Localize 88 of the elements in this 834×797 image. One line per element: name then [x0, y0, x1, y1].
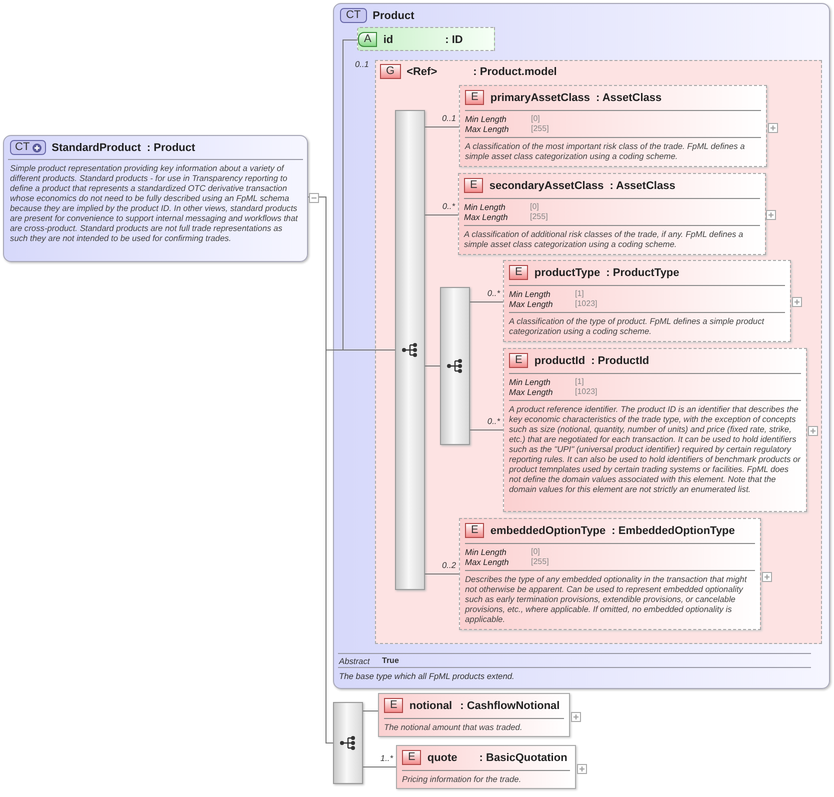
type-name: : CashflowNotional [460, 700, 560, 712]
badge: E [509, 353, 528, 368]
element-box [503, 348, 807, 512]
element-name: primaryAssetClass [490, 92, 590, 104]
element-name: notional [409, 700, 452, 712]
multiplicity-label: 0..1 [355, 59, 369, 69]
connector-line [424, 214, 458, 216]
badge: E [465, 90, 484, 105]
multiplicity-label: 1..* [380, 753, 393, 763]
sequence-bar [440, 287, 470, 445]
multiplicity-label: 0..1 [442, 113, 456, 123]
badge: E [509, 265, 528, 280]
badge: E [465, 523, 484, 538]
type-name: : AssetClass [610, 180, 676, 192]
facet-label: Max Length [465, 124, 510, 134]
facet-label: Min Length [509, 289, 552, 299]
element-box [396, 745, 576, 789]
property-label: Abstract [339, 656, 370, 666]
description-text: A classification of the type of product. FpML defines a simple product categorization using a coding scheme. [509, 316, 766, 336]
description-text: A classification of the most important risk class of the trade. FpML defines a simple asset class categorization using a coding scheme. [465, 141, 746, 161]
facet-value: [1023] [575, 299, 598, 309]
facet-label: Min Length [465, 547, 508, 557]
property-value: True [382, 656, 399, 666]
description-text: A classification of additional risk classes of the trade, if any. FpML defines a simple asset class categorization using a coding scheme. [464, 229, 744, 249]
badge-label: CT [15, 141, 30, 154]
type-name: : AssetClass [596, 92, 662, 104]
attribute-box [357, 27, 495, 51]
facet-label: Max Length [509, 387, 554, 397]
facet-label: Min Length [464, 202, 506, 212]
facet-label: Max Length [509, 299, 554, 309]
element-box [459, 85, 767, 167]
badge: G [380, 64, 401, 79]
type-name: : ID [445, 34, 463, 46]
type-name: : ProductId [591, 354, 650, 366]
element-name: embeddedOptionType [490, 524, 606, 536]
multiplicity-label: 0..2 [442, 560, 456, 570]
facet-label: Min Length [465, 114, 508, 124]
facet-label: Min Length [509, 377, 552, 387]
badge: CT [340, 8, 367, 23]
description-text: Describes the type of any embedded optionality in the transaction that might not otherwise be apparent. Can be used to represent embedded optionality such as early termination provisions, extendible provisions, or cancelable provisions, etc., where applicable. If omitted, no embedded optionality is applicable. [465, 574, 748, 624]
facet-value: [1] [575, 377, 584, 387]
description-text: The notional amount that was traded. [384, 722, 524, 732]
sequence-bar [395, 110, 425, 590]
type-name: : EmbeddedOptionType [612, 524, 735, 536]
badge: E [402, 750, 422, 765]
element-box [459, 518, 761, 630]
connector-line [424, 126, 460, 128]
description-text: The base type which all FpML products extend. [339, 671, 514, 681]
element-name: StandardProduct [52, 142, 141, 154]
element-name: <Ref> [406, 66, 438, 78]
facet-value: [255] [531, 557, 549, 567]
facet-label: Max Length [465, 557, 510, 567]
element-box [458, 173, 766, 255]
facet-value: [0] [531, 547, 540, 557]
description-text: Simple product representation providing key information about a variety of different products. Standard products - for use in Transparency reporting to define a product that represents a standardized OTC derivative transaction whose economics do not need to be fully described using an FpML schema because they are implied by the product ID. In other views, standard products are present for convenience to support internal messaging and workflows that are cross-product. Standard products are not full trade representations as such they are not intended to be used for confirming trades. [9, 162, 299, 245]
connector-line [362, 710, 378, 712]
facet-value: [255] [531, 124, 549, 134]
facet-label: Max Length [464, 212, 509, 222]
facet-value: [1] [575, 289, 584, 299]
element-name: productType [534, 266, 600, 278]
facet-value: [1023] [575, 387, 598, 397]
facet-value: [0] [531, 114, 540, 124]
group-box [375, 60, 822, 644]
type-name: : Product.model [473, 66, 557, 78]
element-name: productId [534, 354, 586, 366]
complex-type-panel [333, 3, 830, 689]
facet-value: [255] [530, 212, 548, 222]
complex-type-box [3, 135, 308, 262]
multiplicity-label: 0..* [487, 416, 500, 426]
multiplicity-label: 0..* [442, 201, 455, 211]
element-box [378, 693, 570, 737]
type-name: : ProductType [606, 266, 680, 278]
description-text: A product reference identifier. The product ID is an identifier that describes the key economic characteristics of the trade type, with the exception of concepts such as size (notional, quantity, number of units) and price (fixed rate, strike, etc.) that are negotiated for each transaction. It can be used to hold identifiers such as the "UPI" (universal product identifier) required by certain regulatory reporting rules. It can also be used to hold identifiers of benchmark products or product temnplates used by certain trading systems or facilities. FpML does not define the domain values associated with this element. Note that the domain values for this element are not strictly an enumerated list. [509, 404, 801, 494]
type-name: : BasicQuotation [479, 752, 568, 764]
badge: A [358, 32, 378, 47]
type-name: : Product [146, 142, 196, 154]
multiplicity-label: 0..* [487, 288, 500, 298]
facet-value: [0] [530, 202, 539, 212]
element-box [503, 260, 791, 342]
description-text: Pricing information for the trade. [402, 774, 522, 784]
connector-line [362, 766, 396, 768]
element-name: Product [372, 10, 414, 22]
sequence-bar [333, 702, 363, 784]
element-name: quote [427, 752, 458, 764]
element-name: secondaryAssetClass [489, 180, 604, 192]
badge: E [464, 178, 484, 193]
badge: E [384, 698, 404, 713]
element-name: id [383, 34, 394, 46]
